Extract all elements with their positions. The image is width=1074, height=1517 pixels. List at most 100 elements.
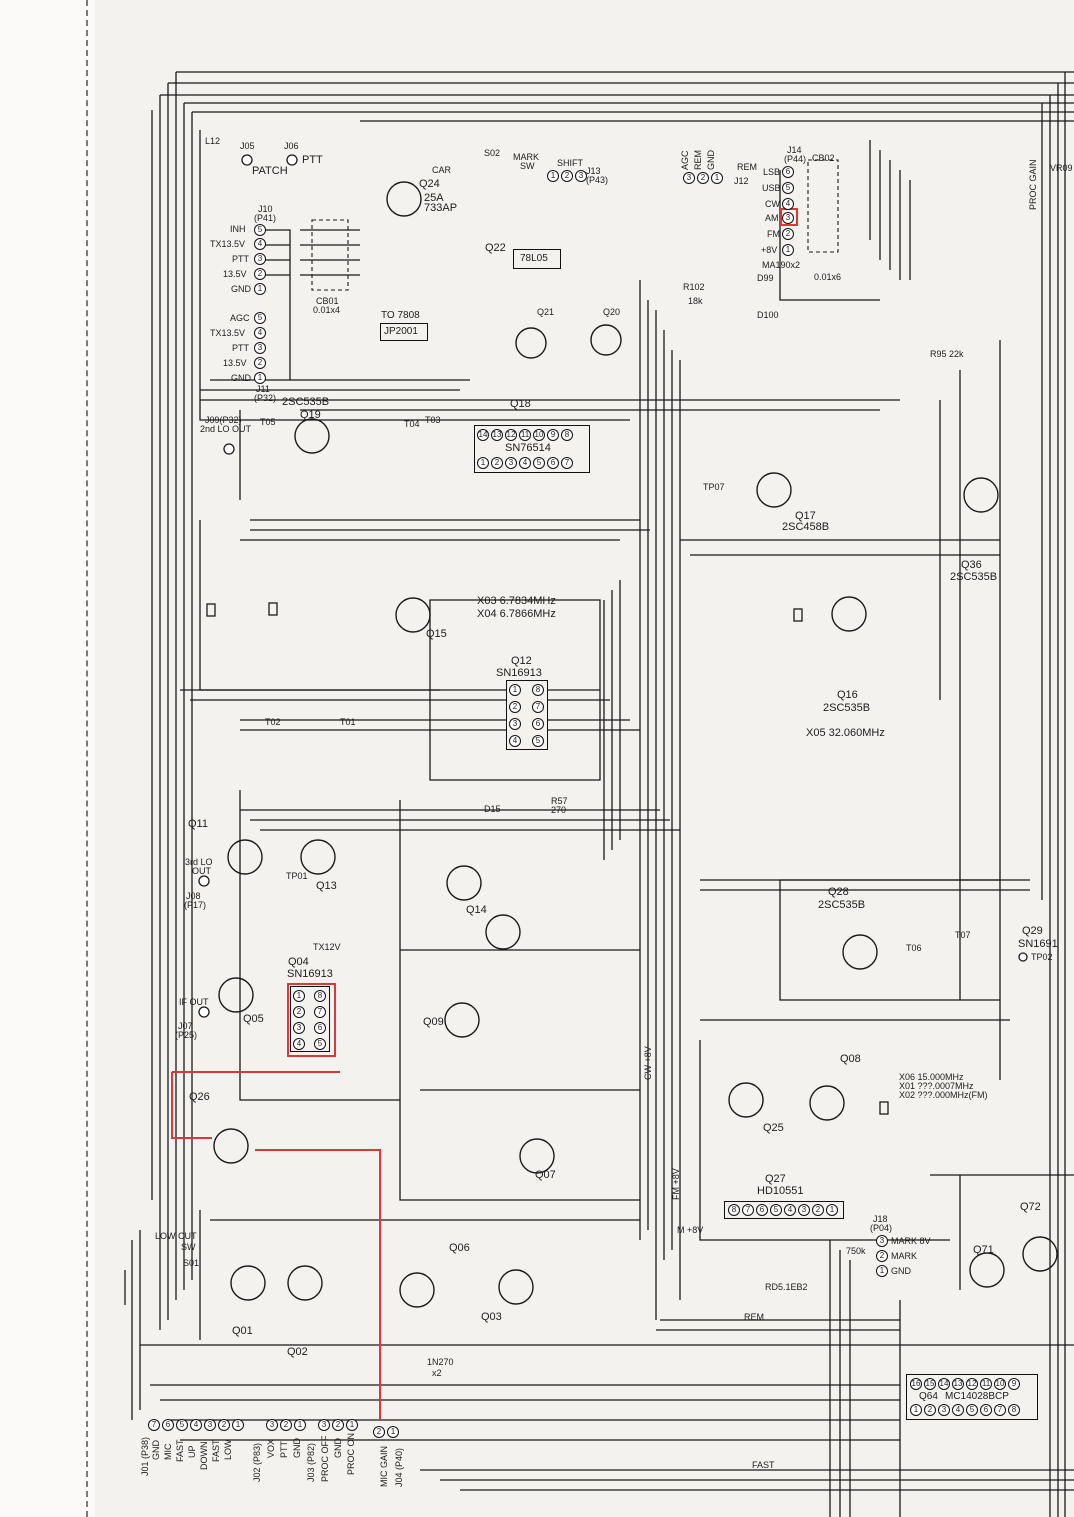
j04-pin-label: MIC GAIN <box>379 1445 389 1487</box>
j10-pin: 4 <box>254 238 266 250</box>
jp2001-label: JP2001 <box>384 326 418 337</box>
j02-pin-label: VOX <box>266 1438 276 1458</box>
r57-label: R57 <box>551 796 568 806</box>
d99-label: D99 <box>757 273 774 283</box>
cb02-label: CB02 <box>812 153 835 163</box>
q36-ref: Q36 <box>961 559 982 571</box>
j11-pin-label: AGC <box>230 313 250 323</box>
j10-pin: 3 <box>254 253 266 265</box>
q02-ref: Q02 <box>287 1346 308 1358</box>
j14-pin: 1 <box>782 244 794 256</box>
m8v-label: M +8V <box>677 1225 704 1235</box>
j12-pin: 1 <box>711 172 723 184</box>
q24-part: 25A 733AP <box>424 192 458 214</box>
q18-pin: 11 <box>519 429 531 441</box>
j03-connector: 3 2 1 <box>318 1419 360 1431</box>
q05-ref: Q05 <box>243 1013 264 1025</box>
j03-pin-label: PROC OFF <box>320 1435 330 1483</box>
j01-connector: 7 6 5 4 3 2 1 <box>148 1419 246 1431</box>
q27-pin: 5 <box>770 1204 782 1216</box>
j10-pin: 5 <box>254 224 266 236</box>
j12-pin-label: GND <box>706 150 716 170</box>
q18-pin: 13 <box>491 429 503 441</box>
xtal-x04-label: X04 6.7866MHz <box>477 608 556 620</box>
patch-label: PATCH <box>252 165 288 177</box>
s02-label: S02 <box>484 148 501 158</box>
xtal-x06-label: X06 15.000MHz <box>899 1072 964 1082</box>
q27-ref: Q27 <box>765 1173 786 1185</box>
shift-label: SHIFT <box>557 158 583 168</box>
j10-pin-label: INH <box>230 224 246 234</box>
r95-label: R95 22k <box>930 349 964 359</box>
j11-pin-label: 13.5V <box>223 358 247 368</box>
q64-pin: 9 <box>1008 1378 1020 1390</box>
t05-label: T05 <box>260 417 276 427</box>
j01-title: J01 (P38) <box>140 1436 150 1476</box>
j08-label: J08 <box>186 891 201 901</box>
j11-pin-label: PTT <box>232 343 249 353</box>
q12-ref: Q12 <box>511 655 532 667</box>
t04-label: T04 <box>404 419 420 429</box>
q27-pin: 8 <box>728 1204 740 1216</box>
q12-pin: 1 <box>509 684 521 696</box>
q64-pins-top: 16 15 14 13 12 11 10 9 <box>910 1378 1022 1390</box>
tp07-label: TP07 <box>703 482 725 492</box>
j14-pin: 6 <box>782 166 794 178</box>
j10-pin-label: PTT <box>232 254 249 264</box>
j01-pin: 1 <box>232 1419 244 1431</box>
j14-pin: 3 <box>782 212 794 224</box>
q18-pin: 2 <box>491 457 503 469</box>
j11-pin: 5 <box>254 312 266 324</box>
j18-title: J18 <box>873 1214 888 1224</box>
j18-pin-label: GND <box>891 1266 911 1276</box>
q04-supply: TX12V <box>313 942 341 952</box>
j01-pin-label: UP <box>187 1445 197 1458</box>
vr09-label: VR09 <box>1050 163 1073 173</box>
cb01-value: 0.01x4 <box>313 305 341 315</box>
j05-label: J05 <box>240 141 255 151</box>
j10-pin: 2 <box>254 268 266 280</box>
q07-ref: Q03 <box>481 1311 502 1323</box>
j01-pin: 4 <box>190 1419 202 1431</box>
q15-ref: Q15 <box>426 628 447 640</box>
q64-pin: 13 <box>952 1378 964 1390</box>
q29-part: SN1691 <box>1018 938 1058 950</box>
j12-pin: 2 <box>697 172 709 184</box>
q64-pin: 4 <box>952 1404 964 1416</box>
r102-value: 18k <box>688 296 703 306</box>
j13-connector: 1 2 3 <box>547 170 589 182</box>
j03-pin: 1 <box>346 1419 358 1431</box>
t01-label: T01 <box>340 717 356 727</box>
q36-part: 2SC535B <box>950 571 998 583</box>
in270-label: 1N270 <box>427 1357 454 1367</box>
j10-pin-label: 13.5V <box>223 269 247 279</box>
q09-ref: Q09 <box>423 1016 444 1028</box>
j14-subtitle: (P44) <box>784 154 807 164</box>
j14-pin-label: USB <box>762 183 781 193</box>
r102-label: R102 <box>683 282 705 292</box>
q06-ref: Q06 <box>449 1242 470 1254</box>
j14-pin-label: AM <box>765 213 779 223</box>
s750k-label: 750k <box>846 1246 866 1256</box>
q18-pins-bottom: 1 2 3 4 5 6 7 <box>477 457 575 469</box>
j10-pin: 1 <box>254 283 266 295</box>
q12-pin: 7 <box>532 701 544 713</box>
q01-ref: Q01 <box>232 1325 253 1337</box>
j01-pin: 3 <box>204 1419 216 1431</box>
tp01-label: TP01 <box>286 871 308 881</box>
q64-part: MC14028BCP <box>945 1391 1009 1402</box>
q20-ref: Q20 <box>603 307 621 317</box>
q04-pin: 4 <box>293 1038 305 1050</box>
j14-pin: 2 <box>782 228 794 240</box>
q18-pins-top: 14 13 12 11 10 9 8 <box>477 429 575 441</box>
q18-pin: 1 <box>477 457 489 469</box>
q13-ref: Q11 <box>188 818 208 830</box>
j08-sub-label: (P17) <box>184 900 207 910</box>
second-lo-label: 2nd LO OUT <box>200 424 252 434</box>
q64-pin: 6 <box>980 1404 992 1416</box>
j04-pin: 2 <box>373 1426 385 1438</box>
q18-pin: 10 <box>533 429 545 441</box>
j04-pin: 1 <box>387 1426 399 1438</box>
q27-pin: 1 <box>826 1204 838 1216</box>
